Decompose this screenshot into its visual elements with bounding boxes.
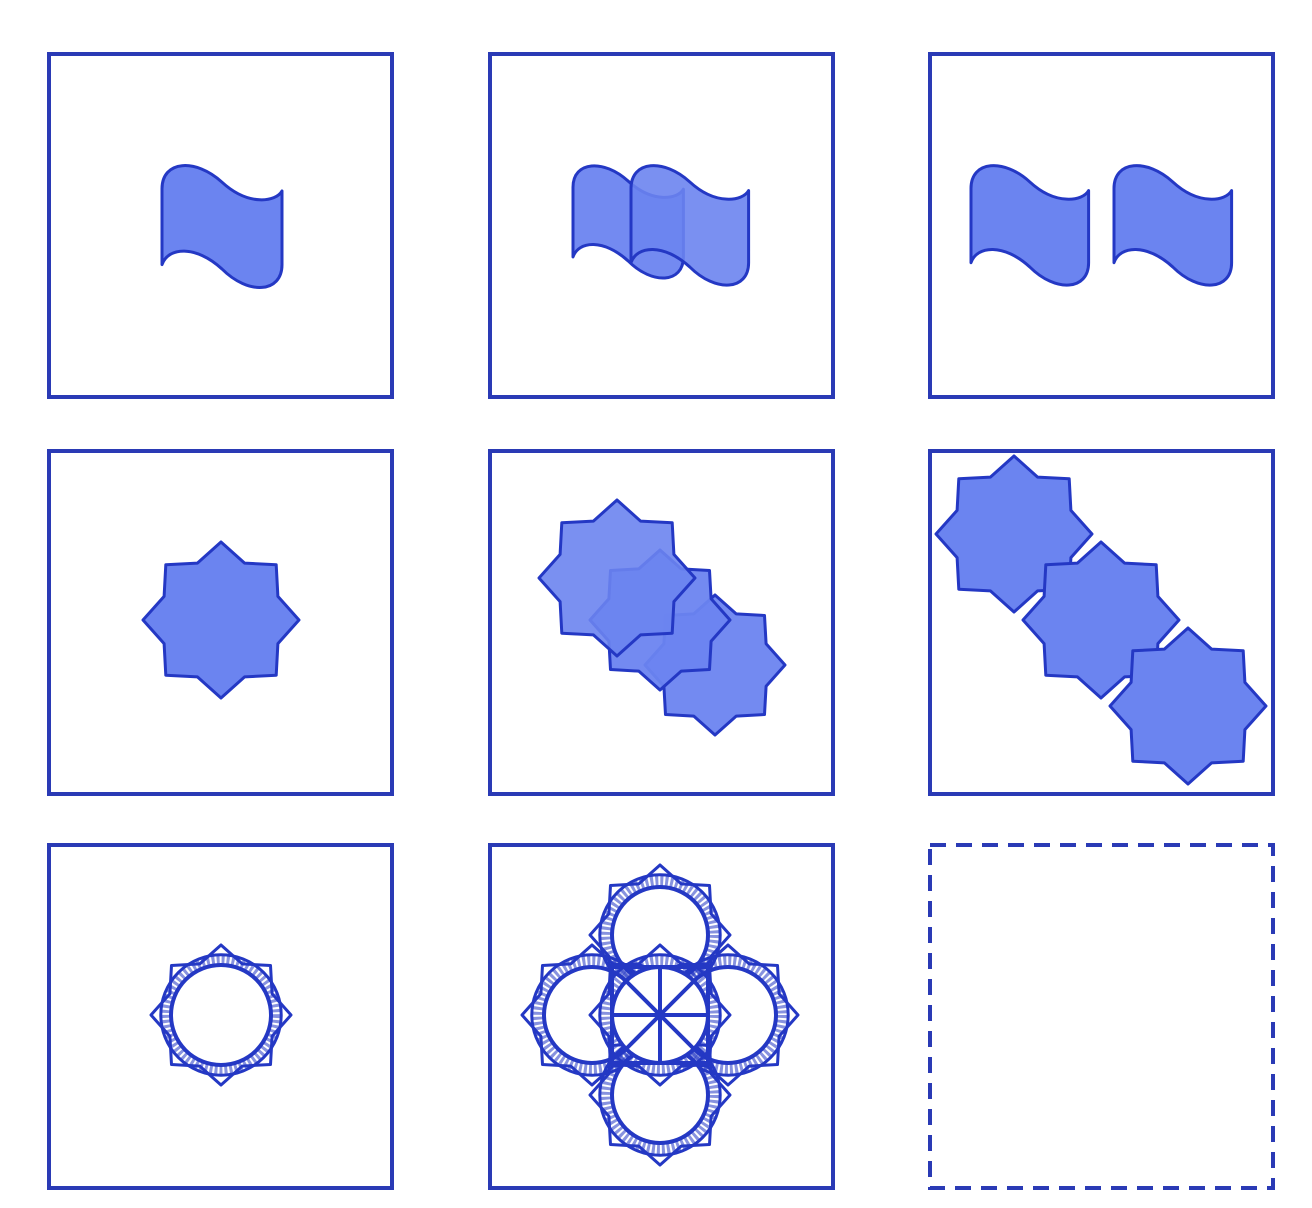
eight-point-star-shape (141, 540, 301, 700)
panel-r1-c1 (47, 52, 394, 399)
eight-point-star-lower-shape (1108, 626, 1268, 786)
answer-placeholder-panel[interactable] (928, 843, 1275, 1190)
wave-flag-left-shape (969, 164, 1091, 287)
wave-flag-right-shape (1112, 164, 1234, 287)
lace-ring-center-shape (588, 943, 732, 1087)
eight-point-star-front-shape (537, 498, 697, 658)
wave-flag-front-shape (629, 164, 751, 287)
wave-flag-shape (160, 164, 284, 289)
panels-layer (47, 52, 1275, 1190)
panel-r2-c2 (488, 449, 835, 796)
panel-r1-c3 (928, 52, 1275, 399)
rosette-spoke (658, 980, 695, 1017)
panel-r1-c2 (488, 52, 835, 399)
shapes-layer (141, 164, 1268, 1167)
panel-r3-c2 (488, 843, 835, 1190)
panel-r2-c3 (928, 449, 1275, 796)
rosette-spoke (625, 980, 662, 1017)
rosette-frame (610, 965, 710, 1065)
panel-r3-c1 (47, 843, 394, 1190)
lace-ring-shape (149, 943, 293, 1087)
rosette-spoke (658, 1013, 695, 1050)
panel-r2-c1 (47, 449, 394, 796)
rosette-spoke (625, 1013, 662, 1050)
